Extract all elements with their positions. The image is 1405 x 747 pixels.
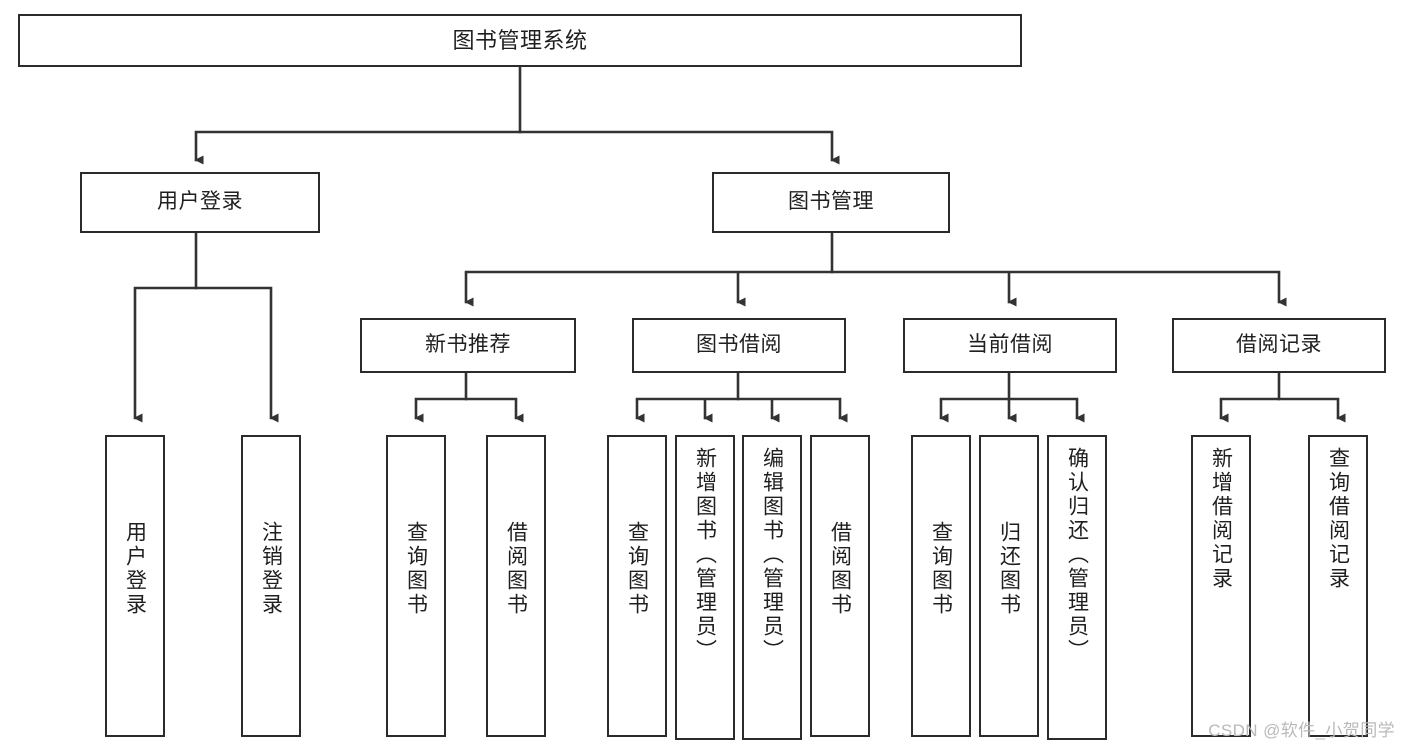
node-label: 借阅图书 [828,521,852,617]
node-label: 当前借阅 [967,333,1053,357]
leaf-add-borrow-record[interactable]: 新增借阅记录 [1191,435,1251,737]
leaf-edit-book-admin[interactable]: 编辑图书（管理员） [742,435,802,740]
node-book-management[interactable]: 图书管理 [712,172,950,233]
node-label: 用户登录 [157,190,243,214]
leaf-user-login[interactable]: 用户登录 [105,435,165,737]
leaf-return-book[interactable]: 归还图书 [979,435,1039,737]
node-label: 新书推荐 [425,333,511,357]
leaf-query-book-borrow[interactable]: 查询图书 [607,435,667,737]
node-label: 查询图书 [625,521,649,617]
leaf-logout[interactable]: 注销登录 [241,435,301,737]
leaf-borrow-book[interactable]: 借阅图书 [810,435,870,737]
node-label: 注销登录 [259,521,283,617]
leaf-add-book-admin[interactable]: 新增图书（管理员） [675,435,735,740]
node-label: 图书管理系统 [452,27,588,53]
node-label: 用户登录 [123,521,147,617]
node-label: 归还图书 [997,521,1021,617]
node-label: 借阅记录 [1236,333,1322,357]
watermark-text: CSDN @软件_小贺同学 [1208,721,1395,740]
leaf-query-borrow-record[interactable]: 查询借阅记录 [1308,435,1368,737]
leaf-query-book-recommend[interactable]: 查询图书 [386,435,446,737]
node-label: 新增借阅记录 [1209,447,1233,591]
leaf-query-book-current[interactable]: 查询图书 [911,435,971,737]
node-label: 查询图书 [404,521,428,617]
node-label: 编辑图书（管理员） [760,447,784,663]
node-label: 借阅图书 [504,521,528,617]
node-current-borrow[interactable]: 当前借阅 [903,318,1117,373]
node-user-login[interactable]: 用户登录 [80,172,320,233]
node-label: 图书管理 [788,190,874,214]
node-root-system[interactable]: 图书管理系统 [18,14,1022,67]
node-label: 确认归还（管理员） [1065,447,1089,663]
node-book-borrow[interactable]: 图书借阅 [632,318,846,373]
node-label: 新增图书（管理员） [693,447,717,663]
node-new-book-recommend[interactable]: 新书推荐 [360,318,576,373]
node-label: 图书借阅 [696,333,782,357]
node-label: 查询图书 [929,521,953,617]
leaf-confirm-return-admin[interactable]: 确认归还（管理员） [1047,435,1107,740]
node-label: 查询借阅记录 [1326,447,1350,591]
leaf-borrow-book-recommend[interactable]: 借阅图书 [486,435,546,737]
node-borrow-records[interactable]: 借阅记录 [1172,318,1386,373]
